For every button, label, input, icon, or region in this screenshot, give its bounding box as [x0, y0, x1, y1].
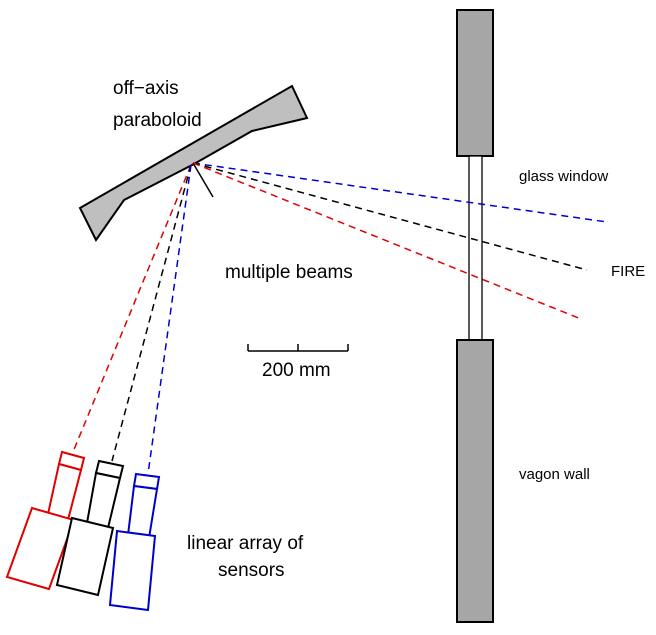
wall-lower-segment	[456, 339, 494, 623]
sensor-black-body	[55, 516, 115, 597]
mirror-label-line1: off−axis	[113, 78, 179, 99]
sensor-blue-body	[108, 529, 157, 612]
sensor-red	[5, 450, 86, 591]
sensor-black	[55, 459, 125, 597]
glass-window	[468, 155, 483, 341]
beam-red-to-fire	[192, 162, 582, 320]
mirror-normal-line	[192, 162, 214, 198]
beam-blue-to-sensor	[147, 164, 192, 475]
scale-bar	[247, 344, 349, 352]
sensors-label-line2: sensors	[218, 560, 285, 581]
sensor-black-neck	[85, 471, 122, 530]
beam-blue-to-fire	[192, 162, 608, 223]
sensor-blue-neck	[126, 484, 159, 540]
fire-label: FIRE	[611, 263, 645, 280]
sensor-blue	[108, 472, 161, 612]
beam-red-to-sensor	[72, 164, 192, 453]
mirror-label-line2: paraboloid	[113, 110, 202, 131]
vagon-wall-label: vagon wall	[519, 466, 590, 483]
sensor-red-neck	[46, 462, 83, 522]
sensor-red-body	[5, 506, 76, 591]
beam-black-to-sensor	[111, 164, 192, 462]
sensors-label-line1: linear array of	[187, 533, 304, 554]
beam-black-to-fire	[192, 162, 588, 271]
wall-upper-segment	[456, 9, 494, 157]
glass-window-label: glass window	[519, 168, 608, 185]
scale-label: 200 mm	[262, 360, 331, 381]
beams-label: multiple beams	[225, 262, 353, 283]
